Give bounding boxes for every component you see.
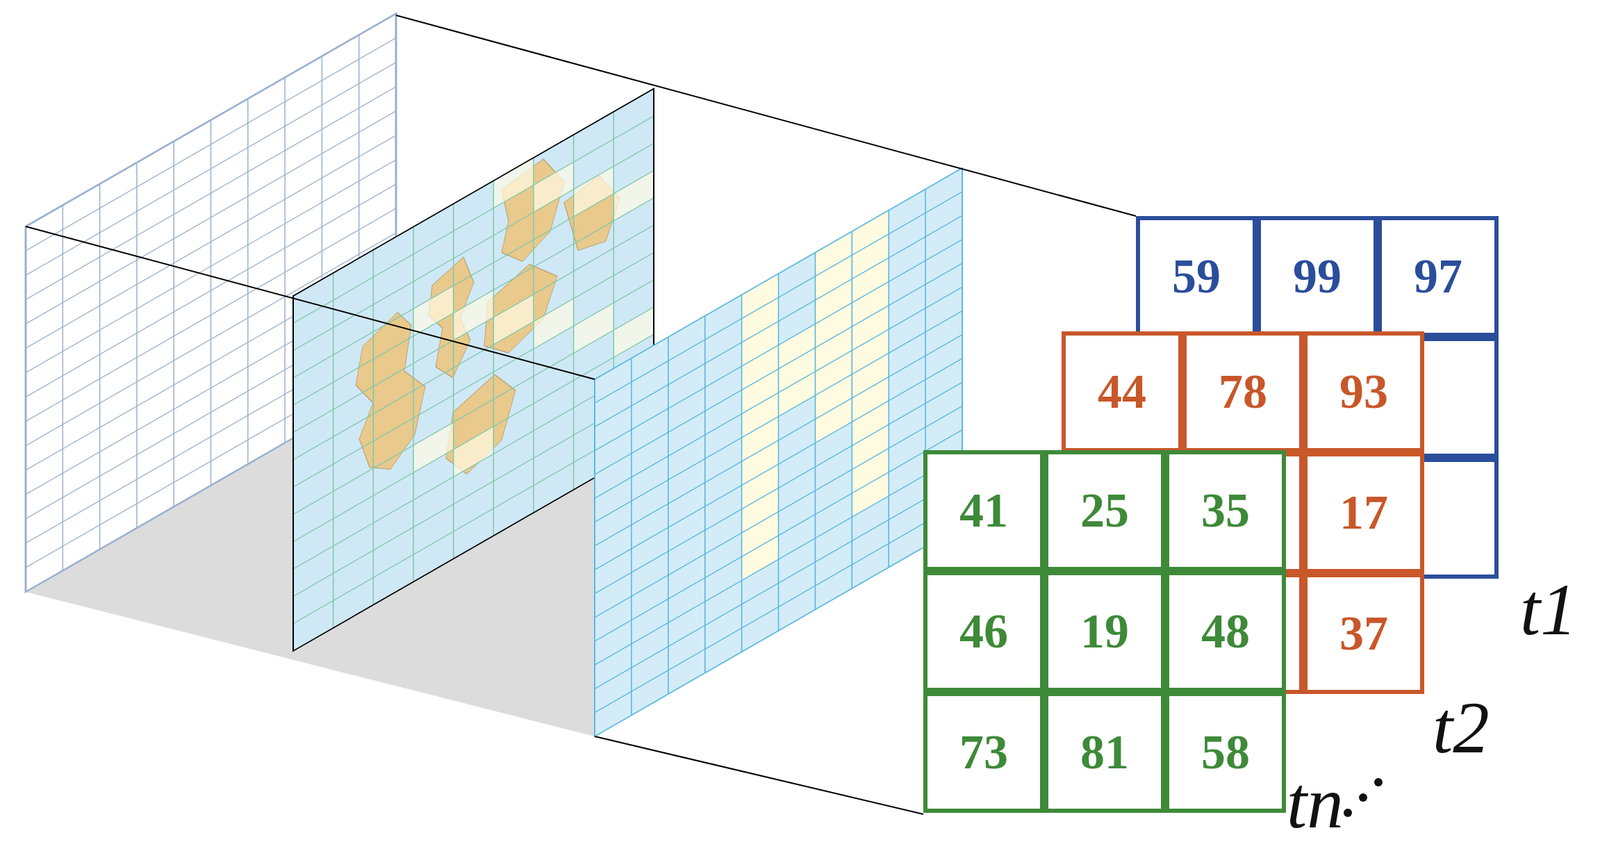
cell-value: 44: [1097, 367, 1147, 417]
grid-cell: 58: [1165, 691, 1286, 813]
cell-value: 73: [959, 728, 1009, 777]
grid-cell: 17: [1303, 452, 1425, 574]
projection-lines: [25, 15, 1136, 815]
grid-cell: 41: [923, 450, 1045, 572]
grid-cell: 81: [1044, 691, 1166, 813]
cell-value: 78: [1218, 367, 1268, 417]
grid-cell: 93: [1303, 331, 1425, 453]
ellipsis-dots: [1343, 778, 1383, 818]
cell-value: 58: [1201, 728, 1250, 777]
cell-value: 59: [1172, 252, 1221, 301]
cell-value: 41: [959, 486, 1009, 535]
cell-value: 93: [1339, 367, 1389, 417]
time-label: t1: [1520, 569, 1578, 651]
grid-cell: 46: [923, 571, 1045, 692]
cell-value: 37: [1339, 609, 1389, 658]
grid-cell: 59: [1135, 216, 1257, 337]
raster-ground: [594, 168, 963, 737]
grid-cell: 35: [1165, 450, 1286, 572]
value-grid: 41 25 35 46 19 48 73 81 58: [923, 450, 1286, 813]
cell-value: 46: [959, 607, 1009, 656]
grid-cell: 78: [1182, 331, 1304, 453]
grid-cell: 25: [1044, 450, 1166, 572]
land: [355, 115, 620, 539]
grid-cell: 48: [1165, 571, 1286, 692]
cell-value: 25: [1080, 486, 1129, 535]
grid-cell: 99: [1256, 216, 1378, 337]
time-label: tn: [1286, 762, 1344, 844]
raster-grid-plane: [594, 168, 963, 737]
grid-cell: 73: [923, 691, 1045, 813]
cell-value: 48: [1201, 607, 1250, 656]
cell-value: 81: [1080, 728, 1129, 777]
time-label: t2: [1432, 687, 1490, 769]
cell-value: 97: [1413, 252, 1463, 301]
grid-lines: [594, 168, 963, 737]
cell-value: 99: [1292, 252, 1342, 301]
grid-cell: 37: [1303, 573, 1425, 695]
cell-value: 19: [1080, 607, 1129, 656]
grid-cell: 97: [1377, 216, 1499, 337]
grid-cell: 44: [1061, 331, 1183, 453]
cell-value: 35: [1201, 486, 1250, 535]
grid-cell: 19: [1044, 571, 1166, 692]
cell-value: 17: [1339, 488, 1389, 538]
